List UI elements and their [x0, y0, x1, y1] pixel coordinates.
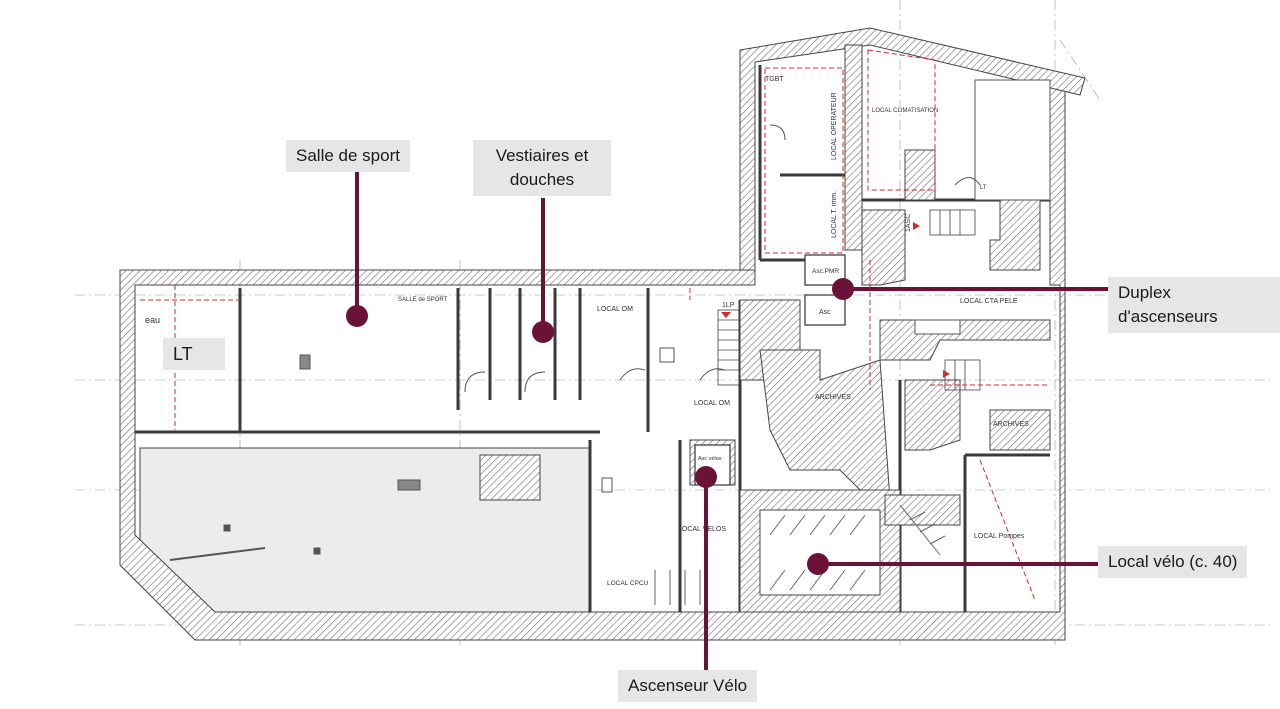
plan-label-archives-2: ARCHIVES — [993, 421, 1029, 428]
callout-salle-sport: Salle de sport — [286, 140, 410, 172]
marker-local-velo — [807, 553, 829, 575]
plan-label-asc-tag: 1ASC — [905, 214, 912, 232]
callout-vestiaires: Vestiaires et douches — [473, 140, 611, 196]
plan-label-asc-velo: Asc vélos — [698, 456, 722, 462]
callout-ascenseur-velo: Ascenseur Vélo — [618, 670, 758, 702]
callout-lt: LT — [163, 338, 225, 370]
plan-label-tgbt: TGBT — [765, 76, 784, 83]
plan-label-local-velos: LOCAL VELOS — [678, 526, 726, 533]
plan-label-eau: eau — [145, 315, 160, 325]
plan-label-lp: 1LP — [722, 302, 735, 309]
outer-walls — [119, 27, 1086, 641]
red-arrows — [721, 222, 950, 378]
plan-label-asc-pmr: Asc.PMR — [812, 268, 839, 275]
plan-label-local-t-imm: LOCAL T. imm. — [831, 191, 838, 238]
plan-label-local-ctapele: LOCAL CTA PELE — [960, 298, 1018, 305]
stairs — [717, 209, 981, 391]
plan-label-lt: LT — [980, 185, 987, 191]
plan-label-local-om: LOCAL OM — [597, 306, 633, 313]
marker-salle-sport — [346, 305, 368, 327]
bike-racks — [654, 504, 946, 605]
plan-label-salle-sport: SALLE de SPORT — [398, 297, 448, 303]
callout-duplex: Duplex d'ascenseurs — [1108, 277, 1280, 333]
plan-label-local-climatisation: LOCAL CLIMATISATION — [872, 108, 938, 114]
callout-local-velo: Local vélo (c. 40) — [1098, 546, 1248, 578]
marker-duplex — [832, 278, 854, 300]
marker-ascenseur-velo — [695, 466, 717, 488]
callout-leaders — [355, 172, 1110, 670]
plan-label-local-om-2: LOCAL OM — [694, 400, 730, 407]
callout-markers — [346, 278, 854, 575]
marker-vestiaires — [532, 321, 554, 343]
plan-text-labels: SALLE de SPORT LOCAL OM LOCAL OM TGBT LO… — [145, 76, 1029, 587]
plan-label-asc: Asc — [819, 309, 831, 316]
plan-label-local-operateur: LOCAL OPERATEUR — [831, 92, 838, 160]
plan-details — [169, 124, 981, 561]
plan-label-local-pompes: LOCAL Pompes — [974, 533, 1025, 540]
plan-label-local-cpcu: LOCAL CPCU — [607, 580, 649, 587]
plan-label-archives: ARCHIVES — [815, 394, 851, 401]
